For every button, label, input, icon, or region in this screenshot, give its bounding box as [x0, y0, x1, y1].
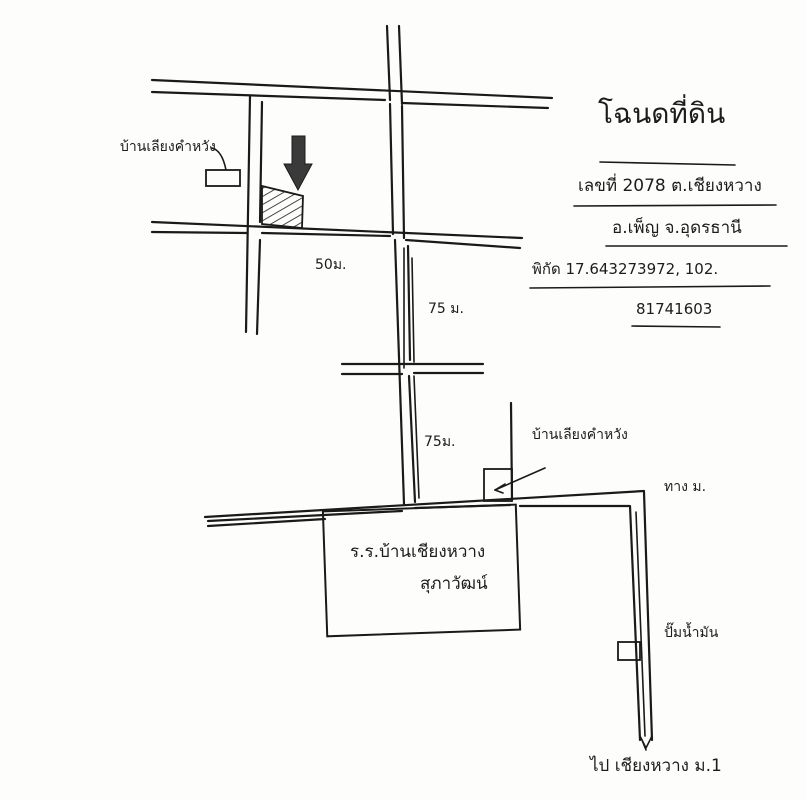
title-underline — [599, 161, 736, 166]
district-line: อ.เพ็ญ จ.อุดรธานี — [612, 218, 742, 238]
house-left-label: บ้านเลียงคำหวัง — [120, 139, 216, 155]
house-right-label: บ้านเลียงคำหวัง — [532, 427, 628, 443]
house-right-box — [483, 468, 513, 502]
distance-right: ทาง ม. — [664, 479, 707, 495]
school-compound — [321, 503, 522, 638]
map-title: โฉนดที่ดิน — [598, 97, 726, 130]
coords-line-2: 81741603 — [636, 300, 713, 318]
road-top — [150, 78, 554, 110]
house-left-box — [205, 169, 241, 187]
school-label-2: สุภาวัฒน์ — [420, 574, 488, 594]
deed-number: เลขที่ 2078 ต.เชียงหวาง — [578, 176, 762, 196]
house-left-pointer — [211, 147, 227, 171]
school-label-1: ร.ร.บ้านเชียงหวาง — [350, 542, 486, 562]
distance-50m: 50ม. — [315, 257, 347, 273]
info-underline-3 — [529, 285, 771, 289]
info-underline-4 — [631, 325, 721, 328]
coords-line-1: พิกัด 17.643273972, 102. — [532, 260, 719, 278]
road-left-vertical — [244, 94, 264, 336]
distance-75m-bottom: 75ม. — [424, 434, 456, 450]
gas-station-box — [617, 641, 641, 661]
hatched-plot — [261, 184, 304, 229]
road-right-vertical — [509, 401, 654, 751]
info-underline-1 — [573, 204, 777, 207]
house-right-arrowhead — [494, 483, 506, 494]
gas-station-label: ปั๊มน้ำมัน — [664, 625, 719, 641]
down-arrow-icon — [283, 135, 313, 192]
road-cross-small — [340, 362, 485, 376]
road-middle — [150, 220, 524, 250]
road-main-vertical — [385, 24, 420, 506]
bottom-destination-label: ไป เชียงหวาง ม.1 — [590, 756, 722, 776]
distance-75m-top: 75 ม. — [428, 301, 464, 317]
house-right-pointer — [494, 467, 546, 491]
